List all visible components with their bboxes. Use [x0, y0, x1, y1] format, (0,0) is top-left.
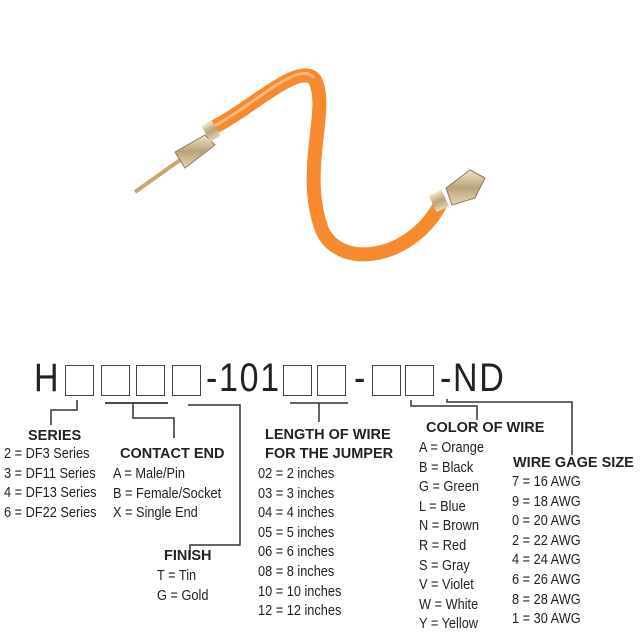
gage-list: 7 = 16 AWG 9 = 18 AWG 0 = 20 AWG 2 = 22 … — [512, 474, 590, 631]
contact-end-item: A = Male/Pin — [113, 466, 185, 482]
color-heading: COLOR OF WIRE — [426, 420, 545, 436]
length-heading-line1: LENGTH OF WIRE — [265, 427, 391, 443]
part-prefix: H — [34, 356, 61, 400]
gage-item: 2 = 22 AWG — [512, 532, 581, 549]
color-item: B = Black — [419, 459, 474, 476]
part-middle: -101 — [206, 356, 281, 400]
series-heading: SERIES — [28, 428, 82, 444]
part-suffix: -ND — [440, 356, 506, 400]
finish-heading: FINISH — [164, 548, 212, 564]
length-item: 02 = 2 inches — [258, 466, 335, 482]
male-pin-contact — [133, 120, 221, 194]
series-item: 3 = DF11 Series — [4, 465, 96, 482]
gage-item: 9 = 18 AWG — [512, 493, 581, 510]
finish-list: T = Tin G = Gold — [157, 568, 215, 607]
contact-end-item: B = Female/Socket — [113, 485, 222, 502]
series-item: 2 = DF3 Series — [4, 446, 90, 462]
gage-line — [446, 399, 573, 455]
gage-item: 7 = 16 AWG — [512, 474, 581, 490]
series-line — [50, 400, 78, 425]
length-box-2 — [317, 365, 346, 396]
series-item: 6 = DF22 Series — [4, 504, 97, 521]
length-item: 08 = 8 inches — [258, 563, 335, 580]
part-dash: - — [354, 356, 368, 400]
color-item: A = Orange — [419, 440, 484, 456]
contact-end-box-1 — [101, 365, 130, 396]
finish-box — [172, 365, 201, 396]
contact-end-heading: CONTACT END — [120, 446, 225, 462]
gage-heading: WIRE GAGE SIZE — [513, 455, 634, 471]
gage-item: 4 = 24 AWG — [512, 552, 581, 569]
color-list: A = Orange B = Black G = Green L = Blue … — [419, 440, 493, 636]
finish-line — [188, 404, 241, 558]
length-item: 03 = 3 inches — [258, 485, 335, 502]
length-item: 06 = 6 inches — [258, 544, 335, 561]
length-list: 02 = 2 inches 03 = 3 inches 04 = 4 inche… — [258, 466, 353, 623]
color-item: W = White — [419, 596, 479, 613]
length-item: 12 = 12 inches — [258, 603, 342, 620]
finish-item: G = Gold — [157, 587, 209, 604]
color-item: R = Red — [419, 537, 467, 554]
series-box — [65, 365, 94, 396]
gage-item: 8 = 28 AWG — [512, 591, 581, 608]
color-item: S = Gray — [419, 557, 470, 574]
length-item: 04 = 4 inches — [258, 505, 335, 522]
length-heading-line2: FOR THE JUMPER — [265, 446, 394, 462]
gage-item: 1 = 30 AWG — [512, 611, 581, 628]
jumper-wire-photo — [133, 68, 486, 262]
color-box — [372, 365, 401, 396]
contact-end-box-2 — [136, 365, 165, 396]
contact-end-leader — [132, 403, 175, 438]
color-item: N = Brown — [419, 518, 479, 535]
female-socket-contact — [428, 169, 486, 213]
contact-end-item: X = Single End — [113, 505, 198, 522]
series-item: 4 = DF13 Series — [4, 485, 97, 502]
wire — [205, 68, 447, 262]
color-item: Y = Yellow — [419, 616, 479, 633]
gage-box — [405, 365, 434, 396]
gage-item: 6 = 26 AWG — [512, 571, 581, 588]
color-line — [410, 400, 478, 420]
series-list: 2 = DF3 Series 3 = DF11 Series 4 = DF13 … — [4, 446, 109, 524]
contact-end-list: A = Male/Pin B = Female/Socket X = Singl… — [113, 466, 236, 525]
length-item: 05 = 5 inches — [258, 524, 335, 541]
length-box-1 — [283, 365, 312, 396]
gage-item: 0 = 20 AWG — [512, 513, 581, 530]
finish-item: T = Tin — [157, 568, 197, 584]
length-item: 10 = 10 inches — [258, 583, 342, 600]
color-item: L = Blue — [419, 498, 466, 515]
color-item: G = Green — [419, 479, 479, 496]
color-item: V = Violet — [419, 577, 474, 594]
